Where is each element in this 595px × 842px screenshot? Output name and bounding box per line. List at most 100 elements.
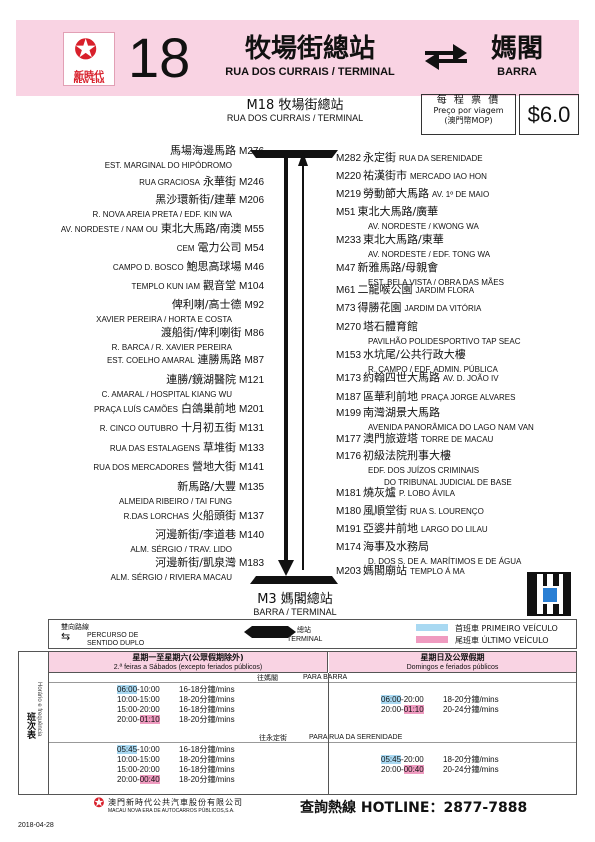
stop-name-pt: PRAÇA LUÍS CAMÕES	[93, 405, 178, 414]
weekend-header: 星期日及公眾假期 Domingos e feriados públicos	[329, 652, 576, 673]
schedule-time: 10:00-15:00	[117, 695, 179, 705]
stop-name-cn: 電力公司	[197, 241, 242, 254]
bottom-terminal: M3 媽閣總站 BARRA / TERMINAL	[200, 592, 390, 617]
schedule-time: 06:00-20:00	[381, 695, 443, 705]
schedule-time-end: 00:40	[139, 775, 160, 784]
stop-name-cn: 約翰四世大馬路	[363, 371, 441, 384]
stop-code: M153	[336, 350, 362, 361]
stop-name-cn: 初級法院刑事大樓	[363, 449, 452, 462]
stop-code: M121	[238, 375, 264, 386]
stop-name-pt: R. NOVA AREIA PRETA / EDF. KIN WA	[92, 210, 232, 219]
schedule-time: 20:00-00:40	[117, 775, 179, 785]
stop-name-pt: RUA DA SERENIDADE	[399, 154, 483, 163]
stop-code: M51	[336, 207, 356, 218]
stop-name-cn: 火船頭街	[191, 509, 236, 522]
stop-code: M61	[336, 285, 356, 296]
legend-terminal-pt: TERMINAL	[287, 636, 323, 643]
stop-code: M219	[336, 189, 362, 200]
qr-logo-icon	[541, 586, 559, 604]
left-line-arrow	[278, 560, 294, 576]
schedule-side-cn: 班次表	[25, 712, 35, 739]
stop-code: M180	[336, 506, 362, 517]
schedule-frequency: 16-18分鐘/mins	[179, 705, 235, 714]
stop-code: M86	[244, 328, 264, 339]
stop-name-pt: EST. BELA VISTA / OBRA DAS MÃES	[368, 278, 504, 287]
stop-name-pt: R. CINCO OUTUBRO	[99, 424, 178, 433]
schedule-time-start: 15:00-20:00	[117, 765, 160, 774]
route-line-diagram	[250, 150, 338, 584]
stop-name-cn: 觀音堂	[202, 279, 236, 292]
terminal-name-cn: 牧場街總站	[244, 34, 375, 64]
stop-name-cn: 鮑思高球場	[186, 260, 242, 273]
stop-name-pt: JARDIM FLORA	[415, 286, 475, 295]
direction-serenidade-pt: PARA RUA DA SERENIDADE	[309, 734, 403, 741]
stop-name-cn: 東北大馬路/南澳	[160, 222, 242, 235]
schedule-frequency: 16-18分鐘/mins	[179, 745, 235, 754]
stop-code: M137	[238, 511, 264, 522]
schedule-time-end: -20:00	[401, 755, 424, 764]
fare-label-pt: Preço por viagem	[433, 106, 504, 115]
company-logo: ✪ 新時代 NEW ERA	[63, 32, 115, 86]
schedule-time-start: 20:00-	[381, 765, 404, 774]
schedule-frequency: 18-20分鐘/mins	[179, 775, 235, 784]
top-terminal-bar	[250, 150, 338, 158]
schedule-frequency: 20-24分鐘/mins	[443, 705, 499, 714]
footer-logo-icon: ✪	[93, 796, 105, 811]
stop-name-cn: 河邊新街/凱泉灣	[155, 556, 236, 569]
schedule-frequency: 16-18分鐘/mins	[179, 685, 235, 694]
weekday-header: 星期一至星期六(公眾假期除外) 2.ª feiras a Sábados (ex…	[49, 652, 328, 673]
stop-name-cn: 南灣湖景大馬路	[363, 406, 441, 419]
schedule-time-end: -10:00	[137, 745, 160, 754]
destination-name-pt: BARRA	[497, 66, 537, 78]
direction-barra-pt: PARA BARRA	[303, 674, 348, 681]
stop-name-pt: XAVIER PEREIRA / HORTA E COSTA	[96, 315, 232, 324]
logo-text-cn: 新時代	[74, 71, 104, 82]
schedule-frequency: 16-18分鐘/mins	[179, 765, 235, 774]
stop-name-pt: RUA DAS ESTALAGENS	[109, 444, 200, 453]
two-way-arrow-icon: ⇆	[61, 630, 71, 643]
stop-code: M276	[238, 146, 264, 157]
stop-name-pt: R. CAMPO / EDF. ADMIN. PÚBLICA	[368, 365, 498, 374]
direction-row-serenidade: 往永定街 PARA RUA DA SERENIDADE	[49, 733, 576, 743]
stop-name-pt: TEMPLO KUN IAM	[131, 282, 200, 291]
stop-name-cn: 新雅馬路/母親會	[357, 261, 439, 274]
schedule-time: 05:45-10:00	[117, 745, 179, 755]
terminal-bar-icon	[244, 626, 296, 638]
stop-name-cn: 東北大馬路/東華	[363, 233, 444, 246]
stop-line: D. DOS S. DE A. MARÍTIMOS E DE ÁGUA	[336, 554, 521, 566]
stop-line: EST. BELA VISTA / OBRA DAS MÃES	[336, 275, 504, 287]
two-way-arrow-icon	[425, 44, 467, 70]
stop-name-cn: 渡船街/俾利喇街	[160, 326, 242, 339]
stop-name-pt: AV. NORDESTE / KWONG WA	[368, 222, 479, 231]
stop-name-pt: D. DOS S. DE A. MARÍTIMOS E DE ÁGUA	[368, 557, 522, 566]
stop-code: M176	[336, 451, 362, 462]
stop-name-pt: PAVILHÃO POLIDESPORTIVO TAP SEAC	[368, 337, 521, 346]
fare-label: 每 程 票 價 Preço por viagem (澳門幣MOP)	[421, 94, 516, 135]
right-line-arrow	[298, 152, 308, 166]
stop-code: M220	[336, 171, 362, 182]
stop-name-cn: 草堆街	[202, 441, 236, 454]
stop-line: EST. MARGINAL DO HIPÓDROMO	[105, 158, 264, 170]
